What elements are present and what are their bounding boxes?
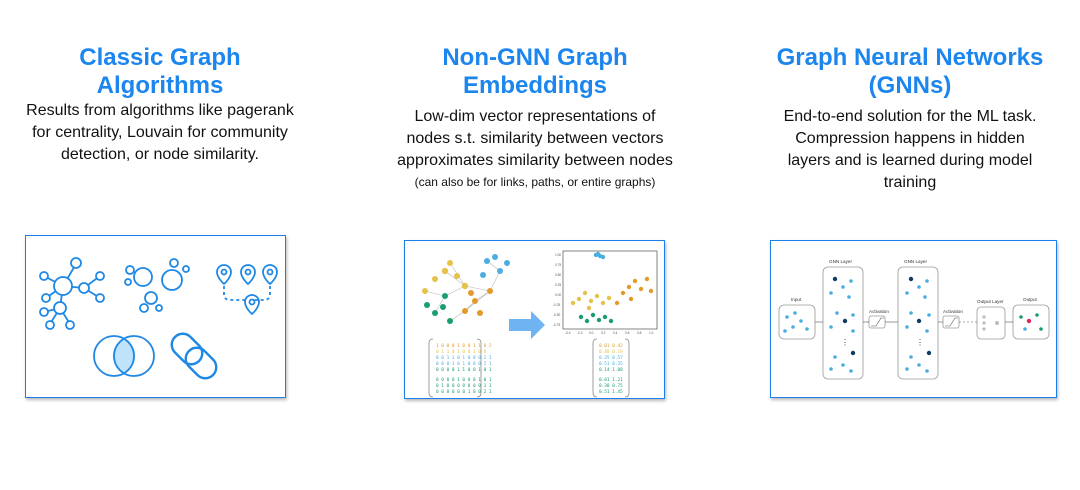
centrality-network-icon: [39, 257, 105, 330]
svg-text:0 0 0 0 1 1 0 0 1 0 1: 0 0 0 0 1 1 0 0 1 0 1: [436, 367, 492, 373]
svg-text:0.6: 0.6: [625, 331, 630, 335]
svg-text:0 1 0 0 0 0 0 0 0 1 1: 0 1 0 0 0 0 0 0 0 1 1: [436, 383, 492, 389]
output-layer-label: Output Layer: [977, 299, 1004, 304]
svg-text:0 0 0 1 0 1 0 0 0 2 1: 0 0 0 1 0 1 0 0 0 2 1: [436, 361, 492, 367]
column-title: Graph Neural Networks (GNNs): [755, 44, 1065, 100]
svg-text:0.40 0.19: 0.40 0.19: [599, 349, 623, 355]
svg-text:0 0 0 0 1 0 0 0 1 0 1: 0 0 0 0 1 0 0 0 1 0 1: [436, 377, 492, 383]
title-line: (GNNs): [868, 72, 952, 99]
svg-text:0.2: 0.2: [601, 331, 606, 335]
svg-text:-0.25: -0.25: [553, 303, 560, 307]
desc-line: detection, or node similarity.: [60, 146, 259, 163]
activation-label: Activation: [869, 309, 889, 314]
gnn-node-clusters: [783, 276, 1043, 373]
embedding-vectors: 0.01 0.42 0.40 0.19 0.35 0.57 0.51 0.35 …: [592, 338, 630, 398]
svg-text:0.38 0.75: 0.38 0.75: [599, 383, 623, 389]
svg-text:-0.50: -0.50: [553, 313, 560, 317]
column-title: Non-GNN Graph Embeddings: [370, 44, 700, 100]
svg-text:0.81 1.21: 0.81 1.21: [599, 377, 623, 383]
column-description: Low-dim vector representations of nodes …: [370, 106, 700, 191]
venn-diagram-icon: [93, 335, 155, 377]
svg-text:0.75: 0.75: [555, 263, 561, 267]
svg-text:0.0: 0.0: [589, 331, 594, 335]
svg-text:0.00: 0.00: [555, 293, 561, 297]
title-line: Embeddings: [462, 72, 607, 99]
svg-text:0.8: 0.8: [637, 331, 642, 335]
graph-nodes: [422, 254, 510, 324]
svg-text:1.00: 1.00: [555, 253, 561, 257]
desc-line: Results from algorithms like pagerank: [26, 102, 294, 119]
title-line: Non-GNN Graph: [442, 44, 628, 71]
svg-text:0.35 0.57: 0.35 0.57: [599, 355, 623, 361]
output-label: Output: [1023, 297, 1038, 302]
activation-label: Activation: [943, 309, 963, 314]
svg-text:1 0 0 0 1 0 0 1 1 0 2: 1 0 0 0 1 0 0 1 1 0 2: [436, 343, 492, 349]
svg-text:⋮: ⋮: [916, 338, 924, 347]
desc-line: training: [883, 174, 937, 191]
gnn-pipeline-illustration: Input GNN Layer GNN Layer Activation Act…: [770, 240, 1057, 398]
svg-text:0.51 0.35: 0.51 0.35: [599, 361, 623, 367]
title-line: Classic Graph: [79, 44, 241, 71]
desc-line: End-to-end solution for the ML task.: [783, 108, 1037, 125]
svg-text:0 1 1 0 1 0 0 1 0 0: 0 1 1 0 1 0 0 1 0 0: [436, 349, 487, 355]
classic-algorithms-svg: [39, 257, 278, 380]
svg-text:⋮: ⋮: [841, 338, 849, 347]
input-label: Input: [791, 297, 802, 302]
community-detection-icon: [124, 258, 190, 313]
svg-text:0.51 1.45: 0.51 1.45: [599, 389, 623, 395]
svg-text:0.01 0.42: 0.01 0.42: [599, 343, 623, 349]
title-line: Graph Neural Networks: [776, 44, 1044, 71]
svg-text:0.50: 0.50: [555, 273, 561, 277]
embeddings-illustration: 1 0 0 0 1 0 0 1 1 0 2 0 1 1 0 1 0 0 1 0 …: [404, 240, 665, 399]
column-title: Classic Graph Algorithms: [0, 44, 320, 100]
desc-line: Low-dim vector representations of: [414, 108, 656, 125]
embedding-scatter-plot: 1.00 0.75 0.50 0.25 0.00 -0.25 -0.50 -0.…: [553, 250, 658, 335]
desc-line: Compression happens in hidden: [795, 130, 1025, 147]
svg-text:0.14 1.08: 0.14 1.08: [599, 367, 623, 373]
desc-note: (can also be for links, paths, or entire…: [414, 175, 656, 189]
gnn-layer-label: GNN Layer: [829, 259, 852, 264]
desc-line: approximates similarity between nodes: [397, 152, 673, 169]
svg-text:0 0 1 1 0 1 0 0 0 2 1: 0 0 1 1 0 1 0 0 0 2 1: [436, 355, 492, 361]
svg-text:-0.2: -0.2: [577, 331, 583, 335]
column-description: End-to-end solution for the ML task. Com…: [755, 106, 1065, 194]
desc-line: layers and is learned during model: [787, 152, 1033, 169]
title-line: Algorithms: [96, 72, 224, 99]
classic-algorithms-illustration: [25, 235, 286, 398]
desc-line: nodes s.t. similarity between vectors: [406, 130, 664, 147]
embeddings-svg: 1 0 0 0 1 0 0 1 1 0 2 0 1 1 0 1 0 0 1 0 …: [422, 250, 658, 398]
adjacency-vectors: 1 0 0 0 1 0 0 1 1 0 2 0 1 1 0 1 0 0 1 0 …: [428, 338, 492, 398]
svg-text:1.0: 1.0: [649, 331, 654, 335]
transform-arrow-icon: [509, 311, 545, 339]
svg-text:0 0 0 0 0 0 1 0 0 2 1: 0 0 0 0 0 0 1 0 0 2 1: [436, 389, 492, 395]
svg-text:0.4: 0.4: [613, 331, 618, 335]
svg-text:-0.75: -0.75: [553, 323, 560, 327]
gnn-layer-label: GNN Layer: [904, 259, 927, 264]
gnn-pipeline-svg: Input GNN Layer GNN Layer Activation Act…: [778, 259, 1050, 380]
desc-line: for centrality, Louvain for community: [32, 124, 288, 141]
column-description: Results from algorithms like pagerank fo…: [0, 100, 320, 166]
svg-text:0.25: 0.25: [555, 283, 561, 287]
svg-text:-0.4: -0.4: [565, 331, 571, 335]
link-chain-icon: [170, 332, 218, 380]
node-similarity-pins-icon: [216, 264, 278, 316]
